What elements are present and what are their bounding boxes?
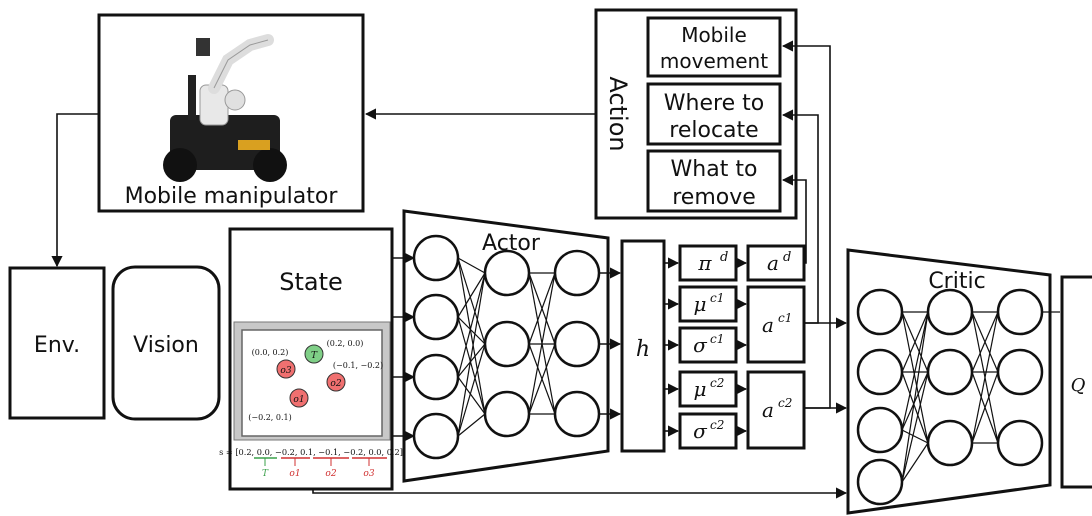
env-box: Env. [10,268,104,418]
action-item-1-line1: Mobile [681,23,747,47]
actor-node [485,251,529,295]
critic-node [858,350,902,394]
critic-node [928,290,972,334]
a-d-sup: d [783,250,791,265]
critic-node [858,460,902,504]
actor-node [414,355,458,399]
hidden-layer: h [622,241,664,451]
critic-node [998,421,1042,465]
state-title: State [279,268,343,296]
mu1-sup: c1 [710,291,724,305]
sigma2-sup: c2 [710,418,724,432]
scene-top-view: T (0.2, 0.0) o3 (0.0, 0.2) o2 (−0.1, −0.… [234,322,390,440]
a-c1-box [748,287,804,362]
a-c1-symbol: a [762,313,774,337]
actor-node [555,392,599,436]
a-d-symbol: a [767,251,779,275]
state-box: State T (0.2, 0.0) o3 (0.0, 0.2) o2 (−0.… [219,229,403,489]
env-label: Env. [34,333,80,358]
action-item-3-line2: remove [672,185,756,210]
action-item-2-line2: relocate [669,118,758,143]
vector-label-o1: o1 [289,469,300,479]
action-box: Action Mobile movement Where to relocate… [596,10,796,218]
critic-node [928,350,972,394]
vector-label-o3: o3 [363,469,374,479]
a-c2-symbol: a [762,398,774,422]
hidden-label: h [636,337,650,362]
critic-network: Critic [848,250,1050,513]
actor-node [555,322,599,366]
critic-node [858,290,902,334]
actor-node [414,414,458,458]
object-3-symbol: o3 [280,366,291,376]
mu1-symbol: μ [694,292,707,316]
q-output-box: Q [1062,277,1092,487]
mu2-symbol: μ [694,377,707,401]
sigma-c1-box [680,328,736,362]
robot-label: Mobile manipulator [125,184,339,209]
object-2-symbol: o2 [330,379,341,389]
object-1-symbol: o1 [293,395,304,405]
critic-node [998,290,1042,334]
mu-c1-box [680,287,736,321]
object-2-coord: (−0.1, −0.2) [333,361,383,370]
action-title: Action [604,76,632,151]
actor-node [414,236,458,280]
pi-symbol: π [697,251,712,275]
state-vector: s = [0.2, 0.0, −0.2, 0.1, −0.1, −0.2, 0.… [219,447,403,457]
vector-label-target: T [262,469,269,479]
actor-network: Actor [404,211,608,481]
object-1-coord: (−0.2, 0.1) [248,413,291,422]
object-3-coord: (0.0, 0.2) [252,348,289,357]
action-item-2-line1: Where to [664,91,764,116]
critic-node [998,350,1042,394]
robot-box: Mobile manipulator [99,15,363,211]
a-c2-box [748,372,804,448]
sigma2-symbol: σ [693,419,708,443]
target-symbol: T [311,351,318,361]
mu-c2-box [680,372,736,406]
critic-node [928,421,972,465]
vector-label-o2: o2 [325,469,336,479]
critic-node [858,408,902,452]
action-item-1-line2: movement [660,49,768,73]
sigma-c2-box [680,414,736,448]
a-c2-sup: c2 [778,396,792,410]
sigma1-sup: c1 [710,332,724,346]
a-c1-sup: c1 [778,311,792,325]
output-heads: π d a d μ c1 σ c1 a c1 μ c2 σ c2 a c2 [680,246,804,448]
q-label: Q [1071,375,1086,396]
actor-node [485,392,529,436]
actor-node [414,295,458,339]
target-coord: (0.2, 0.0) [327,339,364,348]
actor-node [485,322,529,366]
vision-label: Vision [133,333,199,358]
actor-node [555,251,599,295]
action-item-3-line1: What to [671,157,758,182]
sigma1-symbol: σ [693,333,708,357]
pi-sup: d [720,250,728,265]
vision-box: Vision [113,267,219,419]
mu2-sup: c2 [710,376,724,390]
